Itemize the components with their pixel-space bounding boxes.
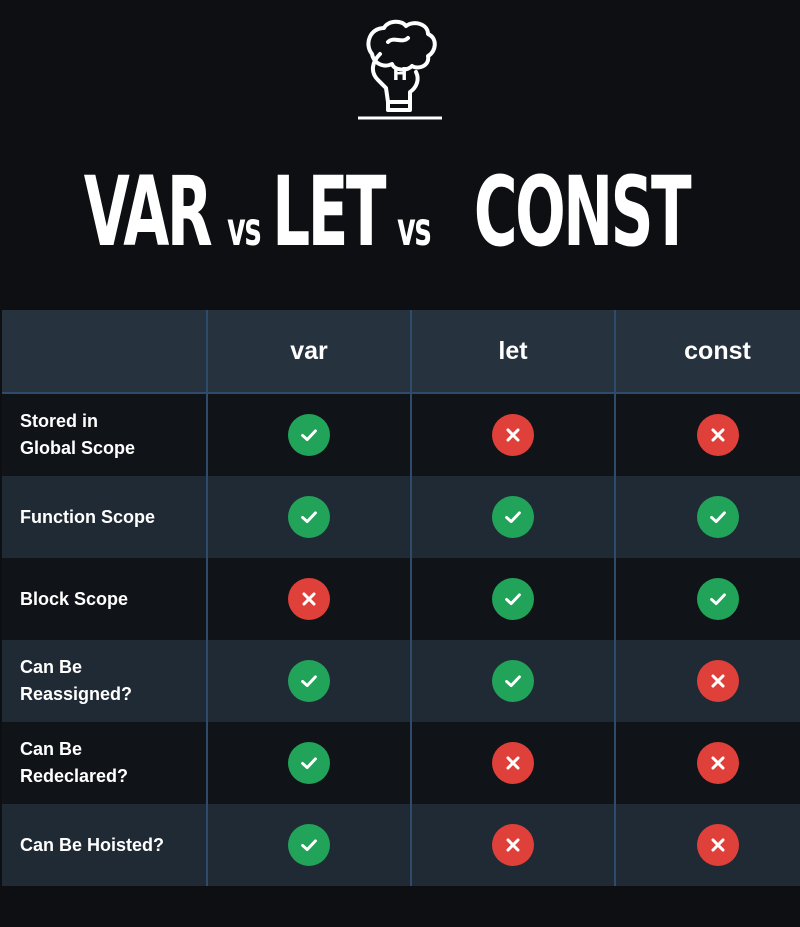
cell-var (207, 476, 412, 558)
x-circle-icon (492, 824, 534, 866)
check-circle-icon (492, 496, 534, 538)
x-circle-icon (696, 824, 739, 866)
table-row: Can Be Hoisted? (2, 804, 800, 886)
row-label: Can Be Hoisted? (2, 804, 208, 886)
x-circle-icon (696, 660, 739, 702)
x-circle-icon (288, 578, 330, 620)
cell-var (207, 804, 412, 886)
corner-cell (2, 310, 208, 394)
title-let: LET (272, 156, 387, 268)
cell-const (615, 558, 800, 640)
check-circle-icon (696, 578, 739, 620)
cell-const (615, 804, 800, 886)
cell-let (411, 804, 616, 886)
title-const: CONST (473, 156, 692, 268)
cell-let (411, 476, 616, 558)
x-circle-icon (492, 742, 534, 784)
cell-const (615, 476, 800, 558)
header-row: var let const (2, 310, 800, 394)
brain-lightbulb-logo-icon: H (358, 19, 442, 120)
x-circle-icon (696, 414, 739, 456)
cell-let (411, 393, 616, 476)
cell-var (207, 558, 412, 640)
check-circle-icon (288, 742, 330, 784)
cell-const (615, 393, 800, 476)
column-header-let: let (411, 310, 616, 394)
check-circle-icon (288, 824, 330, 866)
check-circle-icon (492, 578, 534, 620)
row-label: Function Scope (2, 476, 208, 558)
title-vs-1: vs (227, 202, 261, 256)
cell-const (615, 640, 800, 722)
x-circle-icon (492, 414, 534, 456)
x-circle-icon (696, 742, 739, 784)
check-circle-icon (288, 496, 330, 538)
column-header-var: var (207, 310, 412, 394)
table-row: Block Scope (2, 558, 800, 640)
check-circle-icon (696, 496, 739, 538)
check-circle-icon (288, 660, 330, 702)
svg-text:H: H (392, 64, 407, 85)
cell-var (207, 393, 412, 476)
row-label: Block Scope (2, 558, 208, 640)
cell-const (615, 722, 800, 804)
cell-var (207, 640, 412, 722)
title-vs-2: vs (396, 202, 431, 256)
page-title: VAR vs LET vs CONST (0, 140, 800, 260)
check-circle-icon (492, 660, 534, 702)
cell-let (411, 722, 616, 804)
check-circle-icon (288, 414, 330, 456)
cell-let (411, 640, 616, 722)
title-var: VAR (83, 156, 213, 268)
table-row: Function Scope (2, 476, 800, 558)
cell-var (207, 722, 412, 804)
column-header-const: const (615, 310, 800, 394)
cell-let (411, 558, 616, 640)
